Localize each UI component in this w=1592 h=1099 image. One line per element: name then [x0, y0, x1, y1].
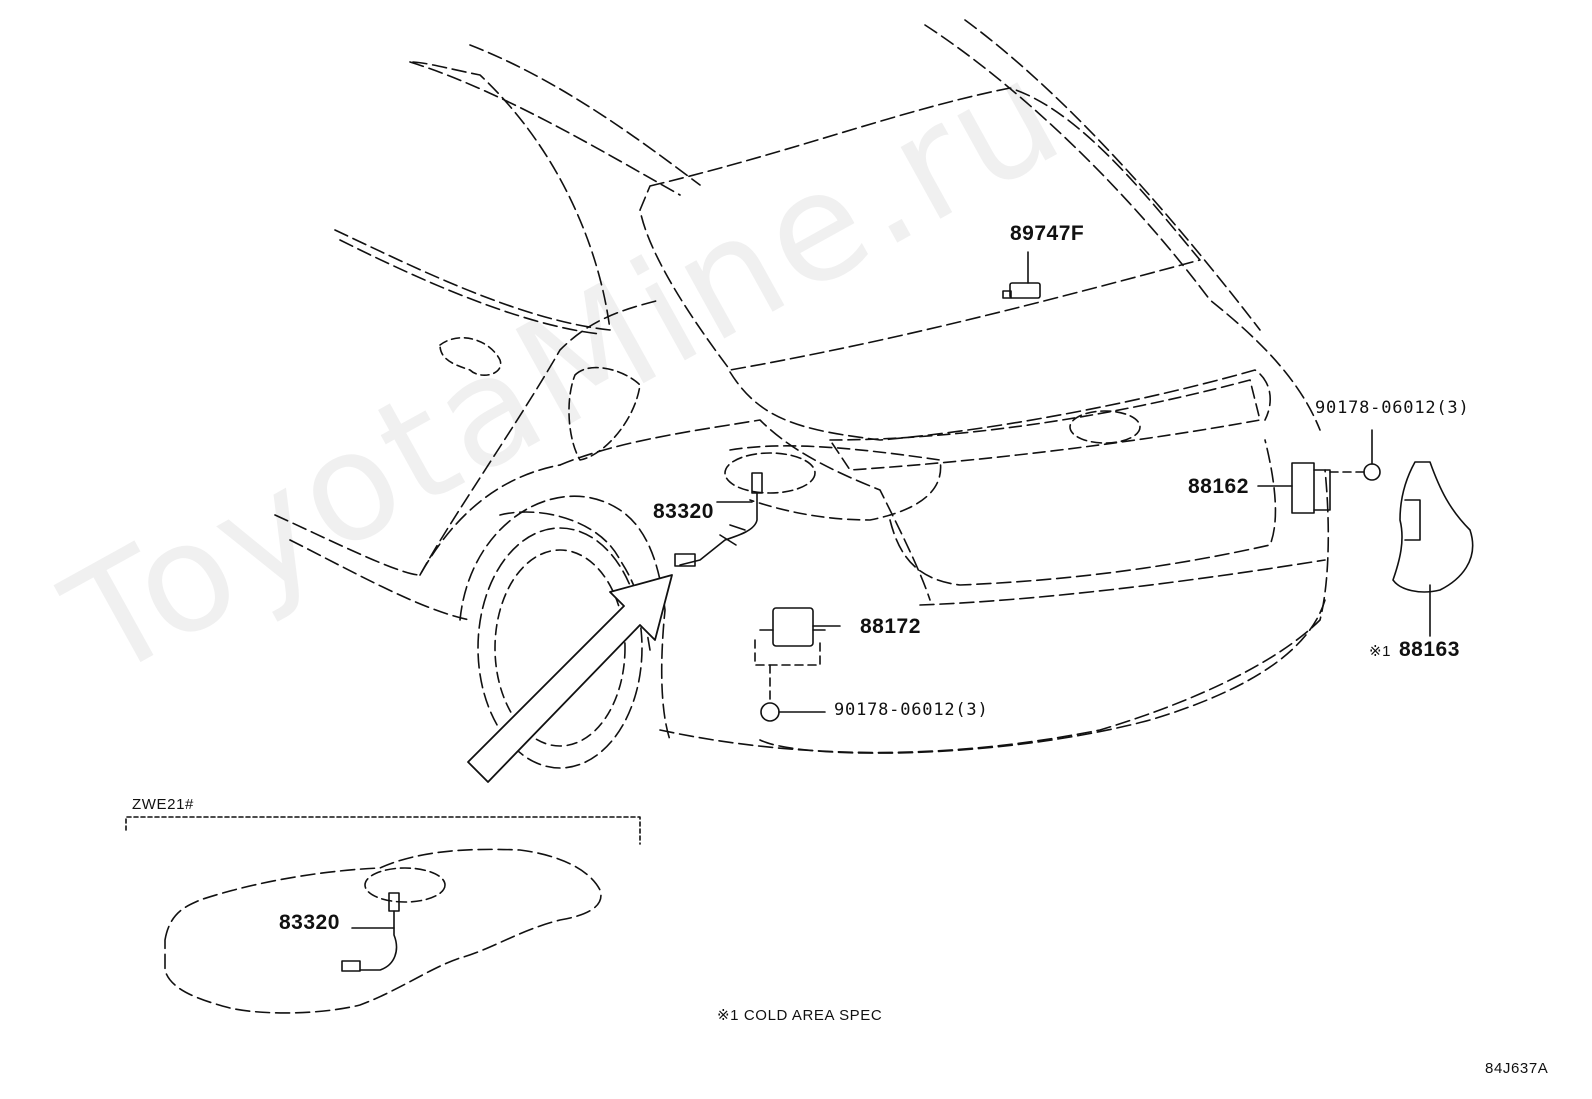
location-arrow: [467, 574, 673, 783]
roof-right-edge: [924, 24, 1321, 431]
label-88163: 88163: [1399, 638, 1460, 661]
rear-window: [639, 87, 1201, 371]
body-side: [274, 464, 561, 576]
label-83320-variant: 83320: [279, 911, 340, 934]
trunk-lid: [729, 369, 1271, 441]
emblem: [1069, 410, 1141, 444]
diagram-code: 84J637A: [1485, 1060, 1549, 1077]
tail-lamp-band: [829, 379, 1261, 471]
variant-tank-neck: [364, 867, 446, 903]
roof-line-outer: [409, 61, 681, 196]
sensor-89747F-shape: [1002, 251, 1041, 299]
rear-wheel: [477, 527, 643, 769]
variant-tank: [164, 848, 602, 1014]
label-88172: 88172: [860, 615, 921, 638]
label-83320-main: 83320: [653, 500, 714, 523]
fuel-neck: [724, 452, 816, 494]
variant-bracket: [125, 816, 641, 845]
license-recess: [889, 439, 1277, 586]
door-handle: [439, 336, 502, 376]
side-window-inner: [339, 239, 601, 335]
quarter-panel-2: [729, 445, 942, 521]
body-c-pillar: [419, 299, 661, 576]
bumper-bottom: [759, 599, 1326, 754]
wheel-arch: [459, 495, 671, 741]
label-90178-upper: 90178-06012(3): [1315, 398, 1470, 418]
module-88172-shape: [754, 607, 841, 722]
side-window: [334, 61, 611, 331]
footnote: ※1 COLD AREA SPEC: [717, 1007, 883, 1024]
harness-83320-shape: [674, 472, 763, 567]
label-90178-lower: 90178-06012(3): [834, 700, 989, 720]
fuel-lid: [568, 366, 641, 461]
bracket-88162-shape: [1257, 429, 1381, 514]
label-variant: ZWE21#: [132, 796, 194, 813]
label-88162: 88162: [1188, 475, 1249, 498]
bumper-lower: [659, 469, 1330, 754]
body-side-2: [289, 539, 471, 621]
rear-wheel-inner: [494, 549, 626, 747]
roof-line-inner: [469, 44, 701, 186]
cover-88163-shape: [1392, 461, 1474, 637]
quarter-panel: [559, 419, 931, 601]
label-88163-mark: ※1: [1369, 643, 1392, 660]
variant-harness-shape: [341, 892, 400, 972]
bumper-line: [919, 559, 1326, 606]
label-89747F: 89747F: [1010, 222, 1085, 245]
roof-right-edge-2: [964, 19, 1261, 331]
